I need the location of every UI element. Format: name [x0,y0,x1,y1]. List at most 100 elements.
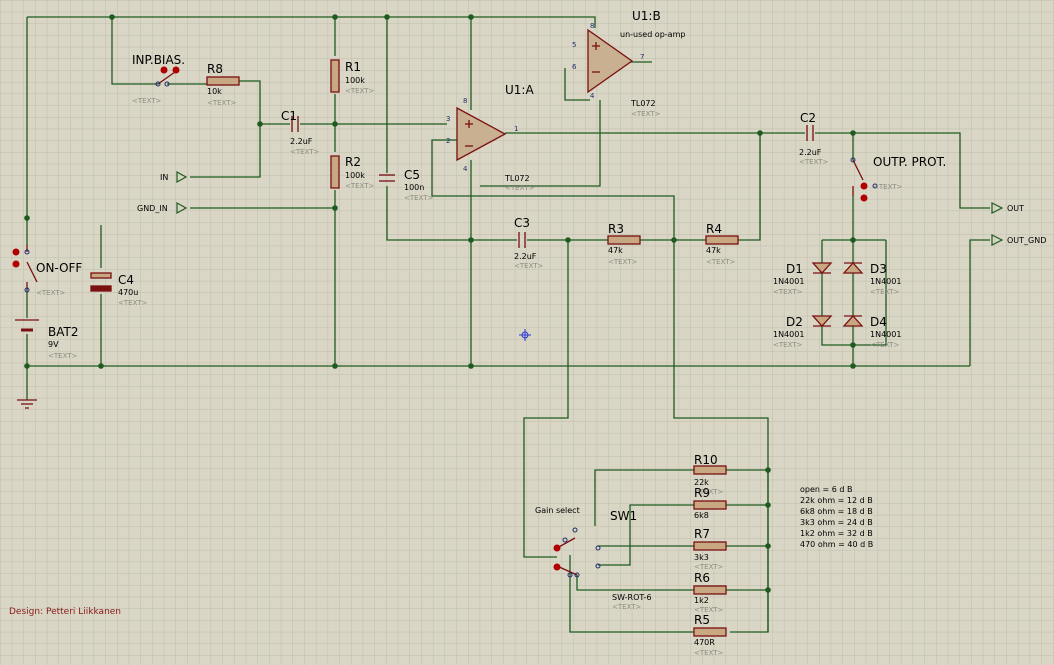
terminal-out-label: OUT [1007,204,1024,213]
capacitor-C5 [379,174,395,182]
switch-inp-bias [157,71,176,85]
C3-ref: C3 [514,216,530,230]
pin-b-vplus: 8 [590,22,594,30]
capacitor-C4 [90,272,112,292]
R10-value: 22k [694,478,709,487]
terminals [176,170,1004,246]
R7-value: 3k3 [694,553,709,562]
diode-D4 [842,315,864,327]
labels: U1:B un-used op-amp TL072 <TEXT> U1:A TL… [9,9,1046,657]
resistor-R1 [330,59,340,93]
resistor-R4 [705,235,739,245]
C5-text: <TEXT> [404,194,434,202]
pin-b-out: 7 [640,53,644,61]
R1-ref: R1 [345,60,361,74]
R4-value: 47k [706,246,721,255]
gain-table-line: 470 ohm = 40 d B [800,540,873,549]
R2-ref: R2 [345,155,361,169]
opamp-signs [465,42,600,147]
ground-symbol [17,399,37,409]
battery-BAT2 [15,319,39,332]
R5-value: 470R [694,638,715,647]
resistor-R5 [693,627,727,637]
gain-select-label: Gain select [535,506,580,515]
terminal-in-arrow [176,170,188,184]
diode-D3 [842,262,864,274]
battery-value: 9V [48,340,59,349]
R3-text: <TEXT> [608,258,638,266]
R10-ref: R10 [694,453,718,467]
gain-table-line: 1k2 ohm = 32 d B [800,529,873,538]
crosshair-icon [519,329,531,341]
terminal-gnd-in-arrow [176,201,188,215]
R4-ref: R4 [706,222,722,236]
switch-on-off-text: <TEXT> [36,289,66,297]
battery-text: <TEXT> [48,352,78,360]
D3-ref: D3 [870,262,887,276]
diode-D2 [811,315,833,327]
gain-table-line: open = 6 d B [800,485,853,494]
switch-on-off [26,245,38,290]
R10-text: <TEXT> [694,488,724,496]
switch-pins [24,81,878,578]
resistor-R2 [330,155,340,189]
D2-ref: D2 [786,315,803,329]
switch-outp-prot-label: OUTP. PROT. [873,155,946,169]
R6-value: 1k2 [694,596,709,605]
opamp-U1A-ref: U1:A [505,83,534,97]
pin-b-minus: 6 [572,63,577,71]
R7-text: <TEXT> [694,563,724,571]
R5-text: <TEXT> [694,649,724,657]
terminal-out-gnd-label: OUT_GND [1007,236,1046,245]
opamp-U1B-ref: U1:B [632,9,661,23]
switch-inp-bias-text: <TEXT> [132,97,162,105]
R5-ref: R5 [694,613,710,627]
terminal-in-label: IN [160,173,168,182]
opamp-U1B-part: TL072 [630,99,656,108]
C5-value: 100n [404,183,424,192]
R1-text: <TEXT> [345,87,375,95]
D2-text: <TEXT> [773,341,803,349]
resistor-R3 [607,235,641,245]
R2-text: <TEXT> [345,182,375,190]
opamp-U1B-note: un-used op-amp [620,30,685,39]
R8-value: 10k [207,87,222,96]
switch-sw1-label: SW1 [610,509,637,523]
switch-sw1-text: <TEXT> [612,603,642,611]
C2-ref: C2 [800,111,816,125]
opamp-U1B-text: <TEXT> [631,110,661,118]
D4-value: 1N4001 [870,330,901,339]
D3-text: <TEXT> [870,288,900,296]
C3-text: <TEXT> [514,262,544,270]
C2-value: 2.2uF [799,148,822,157]
battery-ref: BAT2 [48,325,78,339]
C1-value: 2.2uF [290,137,313,146]
C1-text: <TEXT> [290,148,320,156]
R3-value: 47k [608,246,623,255]
gain-table-line: 22k ohm = 12 d B [800,496,873,505]
switch-sw1-value: SW-ROT-6 [612,593,652,602]
terminal-out-gnd-arrow [991,234,1004,246]
opamp-U1A-text: <TEXT> [505,184,535,192]
capacitor-C3 [518,232,526,248]
D1-value: 1N4001 [773,277,804,286]
switch-inp-bias-label: INP.BIAS. [132,53,185,67]
D4-ref: D4 [870,315,887,329]
resistor-R10 [693,465,727,475]
switch-contacts [12,66,868,571]
junctions [24,14,856,593]
resistor-R6 [693,585,727,595]
pin-b-vminus: 4 [590,92,595,100]
C3-value: 2.2uF [514,252,537,261]
gain-table-line: 3k3 ohm = 24 d B [800,518,873,527]
R6-text: <TEXT> [694,606,724,614]
C5-ref: C5 [404,168,420,182]
R9-value: 6k8 [694,511,709,520]
terminal-out-arrow [991,202,1004,214]
D2-value: 1N4001 [773,330,804,339]
R3-ref: R3 [608,222,624,236]
pin-a-out: 1 [514,125,518,133]
R8-ref: R8 [207,62,223,76]
opamp-U1A-part: TL072 [504,174,530,183]
